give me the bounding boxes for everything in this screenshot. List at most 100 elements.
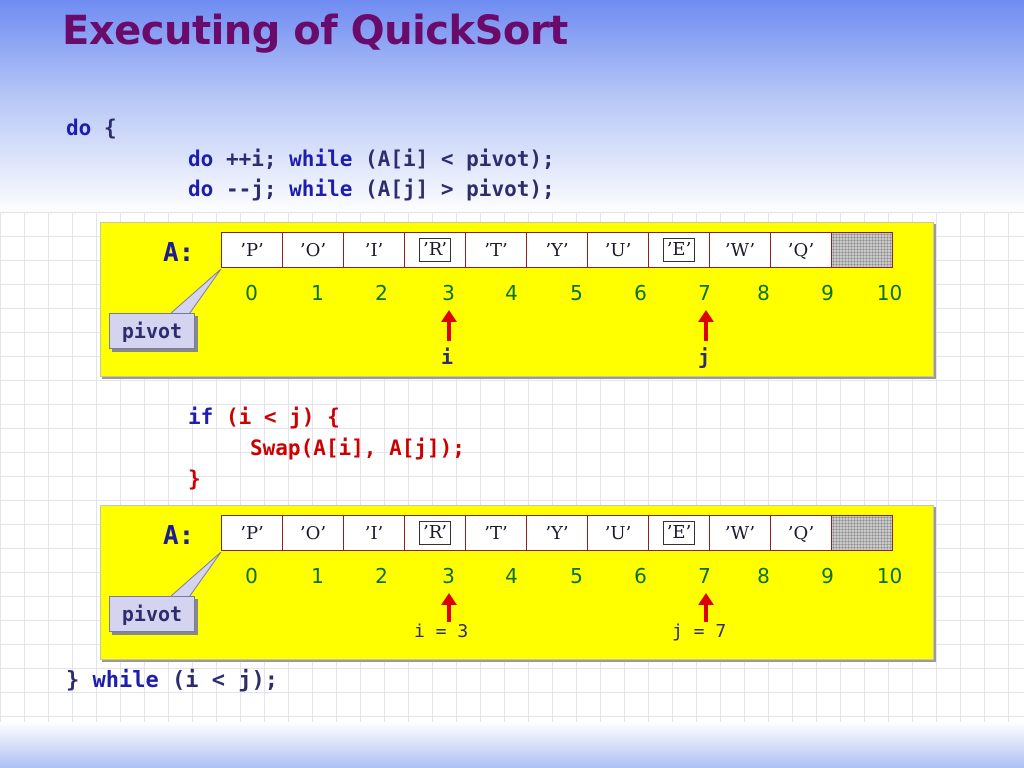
index-label: 0	[245, 564, 258, 588]
cell-value: ’P’	[240, 239, 264, 261]
keyword-while: while	[289, 177, 353, 201]
index-label: 6	[634, 281, 647, 305]
index-label: 2	[375, 564, 388, 588]
keyword-do: do	[188, 177, 214, 201]
pointer-i-label: i = 3	[414, 621, 469, 642]
pointer-j-label: j	[698, 345, 711, 369]
index-label: 3	[442, 281, 455, 305]
code-text: }	[66, 668, 93, 693]
array-panel-2: A: ’P’ ’O’ ’I’ ’R’ ’T’ ’Y’ ’U’ ’E’ ’W’ ’…	[100, 505, 934, 660]
index-label: 5	[570, 281, 583, 305]
cell-value: ’T’	[484, 239, 508, 261]
code-text: (i < j) {	[213, 405, 340, 429]
index-label: 8	[757, 281, 770, 305]
pivot-callout: pivot	[109, 596, 195, 632]
array-cell-i: ’R’	[404, 515, 466, 551]
keyword-if: if	[188, 405, 214, 429]
cell-value: ’T’	[484, 522, 508, 544]
up-arrow-icon	[698, 310, 714, 341]
array-cell: ’I’	[343, 232, 405, 268]
index-label: 4	[505, 564, 518, 588]
keyword-while: while	[289, 147, 353, 171]
index-label: 7	[698, 281, 711, 305]
array-panel-1: A: ’P’ ’O’ ’I’ ’R’ ’T’ ’Y’ ’U’ ’E’ ’W’ ’…	[100, 222, 934, 377]
cell-value: ’W’	[724, 522, 756, 544]
index-label: 6	[634, 564, 647, 588]
array-cell: ’P’	[221, 232, 283, 268]
array-cell: ’U’	[587, 232, 649, 268]
code-text: --j;	[213, 177, 290, 201]
code-text: (A[j] > pivot);	[352, 177, 555, 201]
code-text: ++i;	[213, 147, 290, 171]
index-label: 3	[442, 564, 455, 588]
cell-value: ’Y’	[545, 522, 569, 544]
array-cell-sentinel	[831, 515, 893, 551]
cell-value: ’R’	[418, 521, 451, 545]
keyword-while: while	[92, 668, 159, 693]
array-cell: ’O’	[282, 232, 344, 268]
code-text: {	[91, 116, 117, 140]
code-line-swap: Swap(A[i], A[j]);	[250, 436, 465, 460]
array-cell: ’W’	[709, 232, 771, 268]
cell-value: ’I’	[364, 239, 384, 261]
code-line-do: do {	[66, 116, 117, 140]
array-cell-j: ’E’	[648, 515, 710, 551]
code-line-if: if (i < j) {	[188, 405, 340, 429]
array-cell: ’U’	[587, 515, 649, 551]
array-cell-sentinel	[831, 232, 893, 268]
array-cell: ’I’	[343, 515, 405, 551]
up-arrow-icon	[698, 593, 714, 622]
code-text: (i < j);	[158, 668, 278, 693]
cell-value: ’E’	[662, 238, 696, 262]
cell-value: ’Y’	[545, 239, 569, 261]
code-line-dec-j: do --j; while (A[j] > pivot);	[188, 177, 555, 201]
index-label: 0	[245, 281, 258, 305]
up-arrow-icon	[441, 593, 457, 622]
cell-value: ’Q’	[787, 239, 815, 261]
array-cell-j: ’E’	[648, 232, 710, 268]
header-gradient	[0, 0, 1024, 215]
cell-value: ’U’	[604, 522, 632, 544]
slide-title: Executing of QuickSort	[62, 8, 568, 54]
array-label: A:	[163, 521, 195, 551]
cell-value: ’O’	[299, 239, 327, 261]
index-label: 8	[757, 564, 770, 588]
index-label: 9	[821, 564, 834, 588]
code-text: (A[i] < pivot);	[352, 147, 555, 171]
array-cell: ’Y’	[526, 515, 588, 551]
cell-value: ’U’	[604, 239, 632, 261]
footer-gradient	[0, 722, 1024, 768]
array-cell: ’T’	[465, 515, 527, 551]
index-label: 5	[570, 564, 583, 588]
cell-value: ’P’	[240, 522, 264, 544]
code-line-inc-i: do ++i; while (A[i] < pivot);	[188, 147, 555, 171]
array-cell: ’T’	[465, 232, 527, 268]
pivot-callout: pivot	[109, 313, 195, 349]
index-label: 2	[375, 281, 388, 305]
index-label: 1	[311, 281, 324, 305]
code-line-close-if: }	[188, 467, 201, 491]
index-label: 1	[311, 564, 324, 588]
array-cell: ’Q’	[770, 515, 832, 551]
index-label: 9	[821, 281, 834, 305]
index-label: 7	[698, 564, 711, 588]
pointer-j-label: j = 7	[672, 621, 727, 642]
cell-value: ’R’	[418, 238, 451, 262]
keyword-do: do	[66, 116, 92, 140]
cell-value: ’Q’	[787, 522, 815, 544]
cell-value: ’E’	[662, 521, 696, 545]
up-arrow-icon	[441, 310, 457, 341]
array-label: A:	[163, 238, 195, 268]
pointer-i-label: i	[441, 345, 454, 369]
index-label: 10	[876, 281, 903, 305]
array-cells: ’P’ ’O’ ’I’ ’R’ ’T’ ’Y’ ’U’ ’E’ ’W’ ’Q’	[221, 232, 893, 268]
array-cells: ’P’ ’O’ ’I’ ’R’ ’T’ ’Y’ ’U’ ’E’ ’W’ ’Q’	[221, 515, 893, 551]
array-cell: ’W’	[709, 515, 771, 551]
cell-value: ’O’	[299, 522, 327, 544]
array-cell: ’O’	[282, 515, 344, 551]
array-cell: ’Y’	[526, 232, 588, 268]
cell-value: ’I’	[364, 522, 384, 544]
array-cell-i: ’R’	[404, 232, 466, 268]
array-cell: ’Q’	[770, 232, 832, 268]
index-label: 4	[505, 281, 518, 305]
